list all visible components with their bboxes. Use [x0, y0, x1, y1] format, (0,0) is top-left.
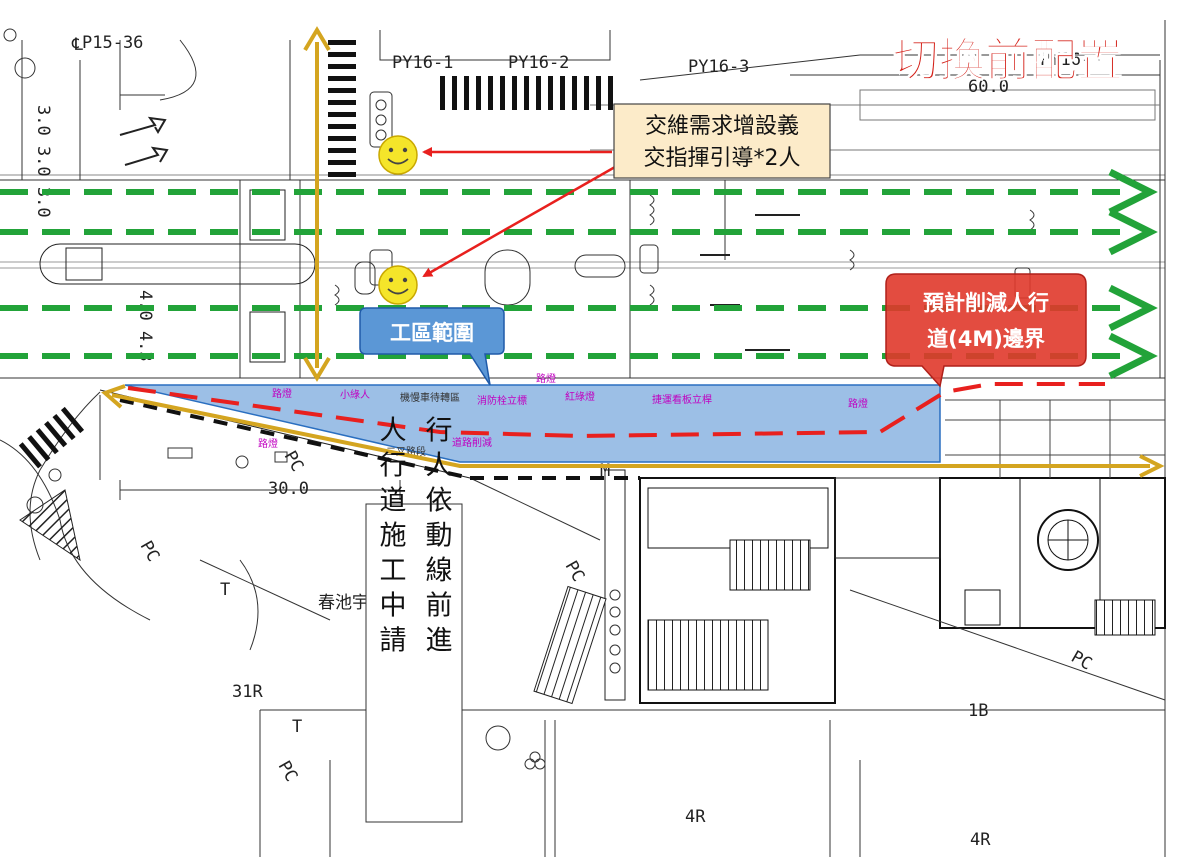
- label-py16-2: PY16-2: [508, 53, 569, 73]
- ped-route-head-right: [1139, 454, 1165, 478]
- boundary-callout-box: [885, 273, 1087, 388]
- label-t-b: T: [292, 717, 302, 737]
- notice-sign-box: [365, 503, 463, 823]
- marshal-1: [378, 135, 418, 175]
- work-zone-labels: 路燈 小綠人 機慢車待轉區 路燈 消防栓立標 紅綠燈 捷運看板立桿 路燈 道路削…: [258, 372, 868, 458]
- zone-label-speed-sign: 捷運看板立桿: [652, 393, 712, 406]
- notice-column-left: 人行道施工中請: [375, 416, 407, 661]
- zone-label-lamp-d: 路燈: [258, 437, 278, 450]
- smiley-icon: [378, 135, 418, 175]
- crosswalks: [18, 40, 613, 469]
- label-side-dims: 3.0 3.0 3.0: [33, 105, 53, 218]
- label-m-mark: M: [600, 461, 610, 481]
- label-pc-b: PC: [274, 758, 302, 786]
- green-arrowhead-2: [1108, 208, 1158, 256]
- label-p15-36: P15-36: [82, 33, 143, 53]
- green-arrowhead-1: [1108, 168, 1158, 216]
- page-title: 切換前配置: [893, 33, 1123, 87]
- smiley-icon: [378, 265, 418, 305]
- pedestrian-flow: [101, 26, 1165, 478]
- marshal-arrow-2: [422, 161, 623, 278]
- zone-label-scooter-zone: 機慢車待轉區: [400, 391, 460, 404]
- label-dim-60: 60.0: [968, 77, 1009, 97]
- label-lot-4r-b: 4R: [970, 830, 991, 850]
- zone-label-road-cut: 道路削減: [452, 436, 492, 449]
- label-dim-30: 30.0: [268, 479, 309, 499]
- zone-label-lamp-b: 路燈: [536, 372, 556, 385]
- zone-label-hydrant: 消防栓立標: [477, 394, 527, 407]
- work-zone-area: [124, 384, 941, 463]
- label-lane-dims: 4.0 4.3: [135, 290, 155, 362]
- crosswalk-diagonal: [18, 406, 85, 469]
- label-pc-a: PC: [136, 538, 164, 566]
- zone-label-red-light: 紅綠燈: [565, 391, 595, 403]
- crosswalk-vertical: [328, 40, 356, 177]
- marshal-callout: 交維需求增設義 交指揮引導*2人: [613, 103, 831, 179]
- label-py16-3: PY16-3: [688, 57, 749, 77]
- ped-route-line: [111, 393, 1150, 468]
- label-py16-1: PY16-1: [392, 53, 453, 73]
- marshal-callout-box: [613, 103, 831, 179]
- marshal-callout-line2: 交指揮引導*2人: [644, 146, 801, 171]
- label-lot-4r-a: 4R: [685, 807, 706, 827]
- zone-label-small-man: 小綠人: [340, 389, 370, 401]
- green-arrowhead-4: [1108, 332, 1158, 380]
- notice-sign: 行人依動線前進 人行道施工中請: [365, 415, 463, 823]
- marshal-callout-line1: 交維需求增設義: [645, 114, 799, 139]
- label-lot-31r: 31R: [232, 682, 263, 702]
- ped-vertical-head-top: [303, 26, 331, 52]
- label-t-a: T: [220, 580, 230, 600]
- cad-base-drawing: [0, 20, 1166, 857]
- label-pc-e: PC: [561, 558, 589, 586]
- green-arrowhead-3: [1108, 284, 1158, 332]
- boundary-callout-line2: 道(4M)邊界: [927, 327, 1045, 351]
- curb-dashed-line: [119, 398, 471, 480]
- label-centerline-symbol: ℄: [71, 35, 83, 55]
- ped-route-head-left: [101, 384, 126, 409]
- label-lot-1b: 1B: [968, 701, 988, 721]
- label-pc-c: PC: [1068, 647, 1096, 675]
- marshal-2: [378, 265, 418, 305]
- boundary-callout-line1: 預計削減人行: [923, 291, 1049, 315]
- work-zone-callout-box: [359, 307, 505, 386]
- crosswalk-horizontal: [440, 76, 613, 110]
- zone-label-lamp-c: 路燈: [848, 397, 868, 410]
- label-py16-5: PY16-5: [1040, 50, 1101, 70]
- ped-vertical-head-bottom: [303, 356, 331, 382]
- red-boundary-line: [127, 382, 1105, 439]
- boundary-callout: 預計削減人行 道(4M)邊界: [885, 273, 1087, 388]
- work-zone-callout-text: 工區範圍: [390, 321, 474, 345]
- zone-label-lamp-a: 路燈: [272, 387, 292, 400]
- work-zone-callout: 工區範圍: [359, 307, 505, 386]
- notice-column-right: 行人依動線前進: [421, 415, 453, 660]
